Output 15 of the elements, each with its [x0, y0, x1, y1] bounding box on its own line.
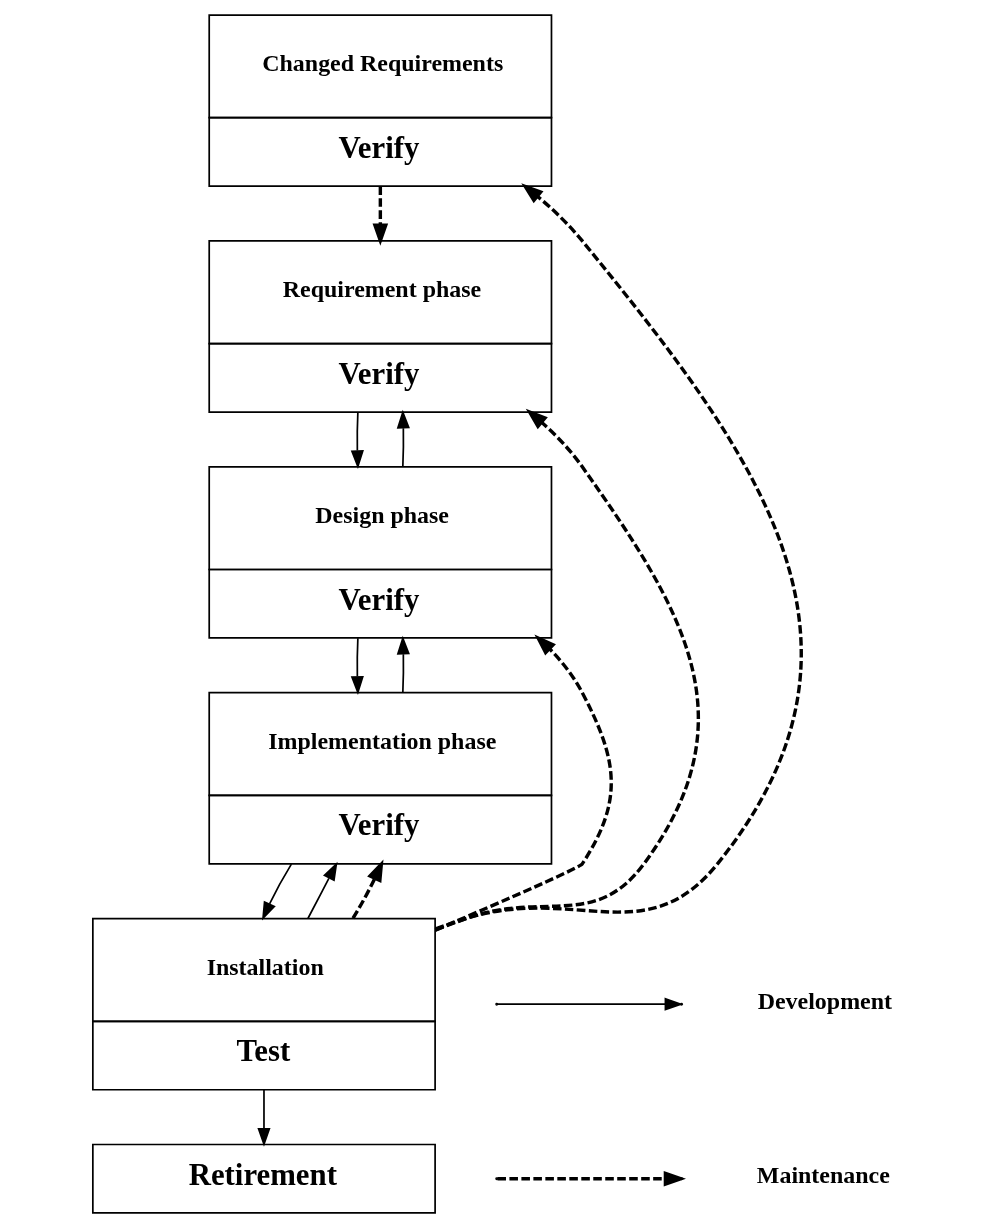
legend-label: Maintenance	[756, 1162, 890, 1189]
arrow	[306, 861, 338, 920]
arrow	[350, 637, 364, 695]
arrow	[434, 634, 613, 932]
arrow	[396, 409, 410, 468]
arrow	[434, 408, 700, 932]
arrow	[350, 411, 364, 470]
legend-label: Development	[757, 987, 892, 1014]
arrow	[372, 186, 388, 246]
arrow	[261, 863, 292, 921]
arrow	[256, 1089, 271, 1147]
arrow	[396, 635, 410, 694]
arrow	[434, 183, 803, 931]
node-box: Retirement	[91, 1143, 436, 1214]
arrow	[351, 859, 383, 920]
